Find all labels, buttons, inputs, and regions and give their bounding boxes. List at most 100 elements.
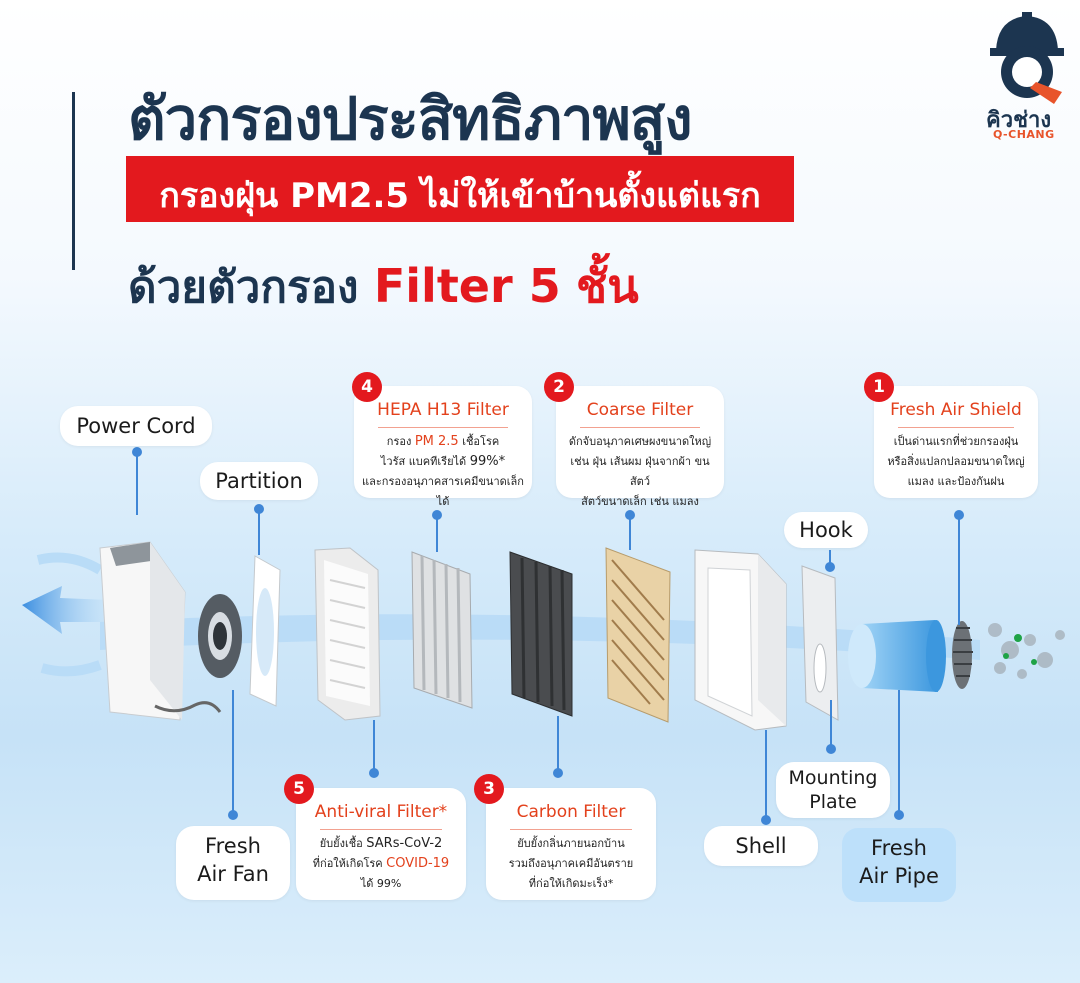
coarse-desc-2: เช่น ฝุ่น เส้นผม ฝุ่นจากผ้า ขนสัตว์ xyxy=(570,455,710,488)
leader-dot-carbon xyxy=(553,768,563,778)
germ-particles xyxy=(1003,634,1037,665)
leader-power-cord xyxy=(136,455,138,515)
label-fresh-air-pipe-line2: Air Pipe xyxy=(859,864,939,888)
label-power-cord: Power Cord xyxy=(60,406,212,446)
leader-hepa xyxy=(436,515,438,552)
mounting-plate-shape xyxy=(801,565,839,721)
partition-shape xyxy=(249,555,281,707)
leader-dot-mounting-plate xyxy=(826,744,836,754)
logo-thai-text: คิวช่าง xyxy=(986,108,1052,133)
anti-viral-desc-2b: COVID-19 xyxy=(386,856,450,871)
airflow-arrow-top xyxy=(36,552,103,575)
banner-text: กรองฝุ่น PM2.5 ไม่ให้เข้าบ้านตั้งแต่แรก xyxy=(159,176,761,216)
leader-dot-coarse xyxy=(625,510,635,520)
q-chang-logo-icon xyxy=(990,12,1064,104)
card-anti-viral-rule xyxy=(320,829,442,830)
logo-english-text: Q-CHANG xyxy=(993,128,1055,141)
leader-dot-anti-viral xyxy=(369,768,379,778)
card-anti-viral-desc: ยับยั้งเชื้อ SARs-CoV-2 ที่ก่อให้เกิดโรค… xyxy=(302,834,460,894)
card-coarse-rule xyxy=(580,427,700,428)
badge-3: 3 xyxy=(474,774,504,804)
card-hepa-rule xyxy=(378,427,508,428)
label-fresh-air-fan: Fresh Air Fan xyxy=(176,826,290,900)
shield-desc-1: เป็นด่านแรกที่ช่วยกรองฝุ่น xyxy=(893,435,1019,448)
leader-dot-shell xyxy=(761,815,771,825)
subtitle-prefix: ด้วยตัวกรอง xyxy=(128,262,359,313)
fan-ring xyxy=(198,594,242,678)
card-anti-viral-title: Anti-viral Filter* xyxy=(314,802,448,822)
card-shield-rule xyxy=(898,427,1014,428)
carbon-desc-2: รวมถึงอนุภาคเคมีอันตราย xyxy=(508,857,634,870)
leader-anti-viral xyxy=(373,720,375,775)
card-hepa-filter: HEPA H13 Filter กรอง PM 2.5 เชื้อโรค ไวร… xyxy=(354,386,532,508)
carbon-desc-1: ยับยั้งกลิ่นภายนอกบ้าน xyxy=(517,837,625,850)
label-fresh-air-pipe: Fresh Air Pipe xyxy=(842,828,956,902)
leader-hook xyxy=(829,550,831,570)
leader-dot-hook xyxy=(825,562,835,572)
hepa-desc-1c: เชื้อโรค xyxy=(458,435,500,448)
hepa-desc-2b: 99%* xyxy=(469,454,506,469)
dust-particles xyxy=(988,623,1065,679)
page-title: ตัวกรองประสิทธิภาพสูง xyxy=(128,85,693,153)
subtitle-suffix: ชั้น xyxy=(576,259,639,313)
card-shield-desc: เป็นด่านแรกที่ช่วยกรองฝุ่น หรือสิ่งแปลกป… xyxy=(880,432,1032,492)
power-cord-cable xyxy=(154,701,222,713)
leader-dot-partition xyxy=(254,504,264,514)
fresh-air-shield-shape xyxy=(952,621,973,689)
anti-viral-desc-3: ได้ 99% xyxy=(360,877,402,890)
leader-carbon xyxy=(557,716,559,775)
carbon-filter-shape xyxy=(509,551,573,717)
hepa-desc-1a: กรอง xyxy=(386,435,412,448)
leader-dot-pipe xyxy=(894,810,904,820)
label-mounting-plate-line2: Plate xyxy=(809,791,857,813)
label-mounting-plate: Mounting Plate xyxy=(776,762,890,818)
shield-desc-2: หรือสิ่งแปลกปลอมขนาดใหญ่ xyxy=(887,455,1025,468)
title-accent-line xyxy=(72,92,75,270)
label-mounting-plate-line1: Mounting xyxy=(788,767,878,789)
card-coarse-filter: Coarse Filter ดักจับอนุภาคเศษผงขนาดใหญ่ … xyxy=(556,386,724,508)
badge-4: 4 xyxy=(352,372,382,402)
leader-dot-fan xyxy=(228,810,238,820)
coarse-desc-3: สัตว์ขนาดเล็ก เช่น แมลง xyxy=(581,495,699,508)
badge-2: 2 xyxy=(544,372,574,402)
card-hepa-title: HEPA H13 Filter xyxy=(377,400,509,420)
label-partition: Partition xyxy=(200,462,318,500)
hepa-desc-2a: ไวรัส แบคทีเรียได้ xyxy=(380,455,470,468)
shell-shape xyxy=(694,549,787,731)
card-carbon-title: Carbon Filter xyxy=(516,802,626,822)
card-carbon-filter: Carbon Filter ยับยั้งกลิ่นภายนอกบ้าน รวม… xyxy=(486,788,656,900)
card-carbon-rule xyxy=(510,829,632,830)
card-shield-title: Fresh Air Shield xyxy=(890,400,1022,420)
page-subtitle: ด้วยตัวกรอง Filter 5 ชั้น xyxy=(128,250,639,323)
leader-coarse xyxy=(629,515,631,550)
hepa-desc-3: และกรองอนุภาคสารเคมีขนาดเล็กได้ xyxy=(362,475,524,508)
card-anti-viral-filter: Anti-viral Filter* ยับยั้งเชื้อ SARs-CoV… xyxy=(296,788,466,900)
subtitle-highlight: Filter 5 xyxy=(373,259,561,313)
label-fresh-air-pipe-line1: Fresh xyxy=(871,836,927,860)
label-hook: Hook xyxy=(784,512,868,548)
anti-viral-filter-shape xyxy=(314,547,381,721)
leader-pipe xyxy=(898,690,900,816)
fresh-air-pipe-shape xyxy=(848,620,946,692)
anti-viral-desc-2a: ที่ก่อให้เกิดโรค xyxy=(312,857,387,870)
airflow-arrow-bottom xyxy=(40,660,102,677)
card-hepa-desc: กรอง PM 2.5 เชื้อโรค ไวรัส แบคทีเรียได้ … xyxy=(360,432,526,512)
card-carbon-desc: ยับยั้งกลิ่นภายนอกบ้าน รวมถึงอนุภาคเคมีอ… xyxy=(492,834,650,894)
anti-viral-desc-1b: SARs-CoV-2 xyxy=(366,836,443,851)
leader-partition xyxy=(258,510,260,555)
label-fresh-air-fan-line1: Fresh xyxy=(205,834,261,858)
label-fresh-air-fan-line2: Air Fan xyxy=(197,862,269,886)
carbon-desc-3: ที่ก่อให้เกิดมะเร็ง* xyxy=(528,877,614,890)
leader-shield xyxy=(958,515,960,625)
airflow-arrow-main xyxy=(22,586,110,634)
leader-dot-hepa xyxy=(432,510,442,520)
card-coarse-desc: ดักจับอนุภาคเศษผงขนาดใหญ่ เช่น ฝุ่น เส้น… xyxy=(562,432,718,512)
leader-dot-shield xyxy=(954,510,964,520)
coarse-filter-shape xyxy=(605,547,671,723)
badge-1: 1 xyxy=(864,372,894,402)
banner: กรองฝุ่น PM2.5 ไม่ให้เข้าบ้านตั้งแต่แรก xyxy=(126,156,794,222)
leader-shell xyxy=(765,730,767,822)
leader-fan xyxy=(232,690,234,812)
leader-dot-power-cord xyxy=(132,447,142,457)
